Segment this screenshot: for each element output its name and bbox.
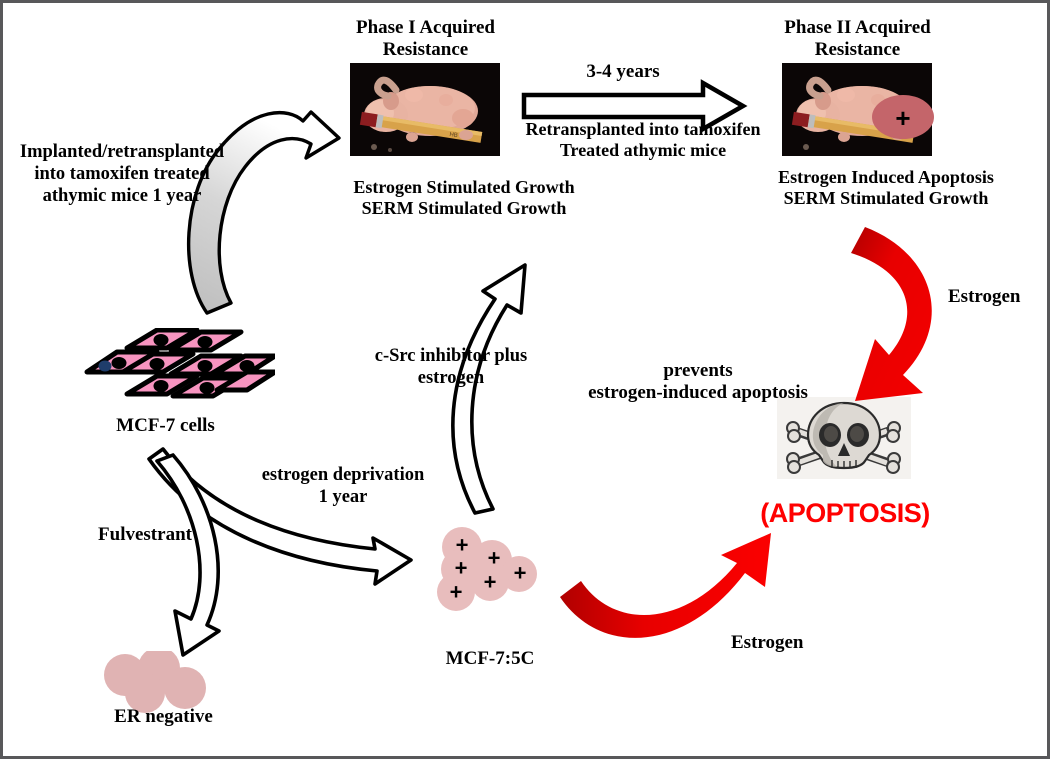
- phase1-caption: Estrogen Stimulated Growth SERM Stimulat…: [353, 177, 575, 219]
- svg-text:+: +: [514, 561, 527, 586]
- duration-3-4-years: 3-4 years: [586, 61, 660, 82]
- svg-text:+: +: [450, 580, 463, 605]
- phase2-marker-symbol: +: [895, 102, 911, 133]
- phase2-caption: Estrogen Induced Apoptosis SERM Stimulat…: [778, 167, 994, 209]
- er-negative-label: ER negative: [114, 706, 213, 727]
- phase1-mouse-photo: HB: [350, 63, 500, 156]
- svg-text:HB: HB: [449, 132, 458, 139]
- csrc-inhibitor-label: c-Src inhibitor plus estrogen: [374, 346, 528, 388]
- prevents-apoptosis-label: prevents estrogen-induced apoptosis: [588, 360, 808, 404]
- mcf75c-cell-cluster: + + + + + +: [428, 527, 548, 619]
- estrogen-right-label: Estrogen: [948, 286, 1021, 307]
- apoptosis-label: (APOPTOSIS): [760, 498, 930, 528]
- estrogen-deprivation-label: estrogen deprivation 1 year: [261, 465, 425, 507]
- implanted-label: Implanted/retransplanted into tamoxifen …: [19, 142, 225, 206]
- fulvestrant-label: Fulvestrant: [98, 524, 192, 545]
- phase1-title: Phase I Acquired Resistance: [355, 17, 495, 61]
- svg-text:+: +: [484, 570, 497, 595]
- phase2-positive-marker: +: [872, 95, 934, 140]
- arrow-estrogen-top-red: [851, 227, 932, 401]
- retransplant-caption: Retransplanted into tamoxifen Treated at…: [525, 119, 761, 161]
- mcf7-cells-label: MCF-7 cells: [116, 415, 215, 436]
- apoptosis-skull-image: [777, 397, 911, 479]
- phase2-title: Phase II Acquired Resistance: [784, 17, 931, 61]
- svg-text:+: +: [456, 533, 469, 558]
- arrow-estrogen-bottom-red: [560, 533, 771, 638]
- er-negative-cell-cluster: [103, 651, 209, 713]
- svg-text:+: +: [488, 546, 501, 571]
- arrow-fulvestrant: [155, 453, 221, 657]
- svg-text:+: +: [455, 556, 468, 581]
- estrogen-bottom-label: Estrogen: [731, 632, 804, 653]
- mcf75c-label: MCF-7:5C: [445, 648, 535, 669]
- mcf7-cell-cluster: [75, 328, 275, 406]
